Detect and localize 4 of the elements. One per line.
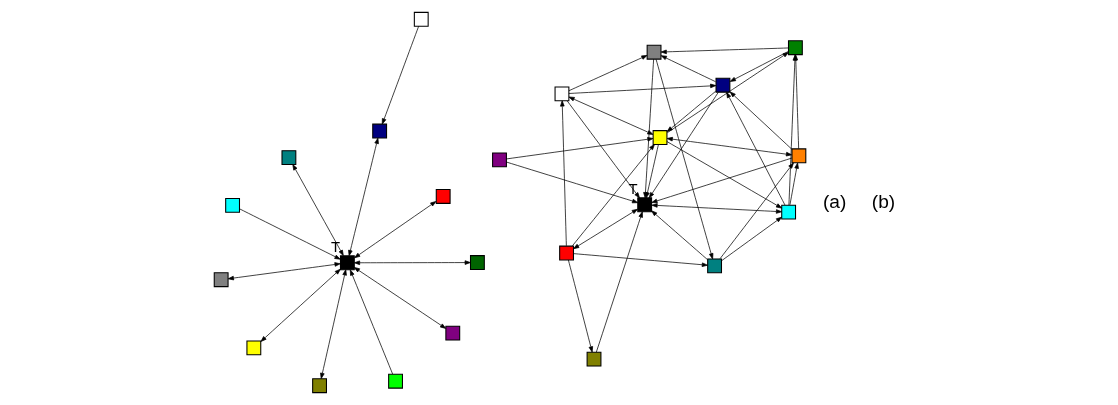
node-label: T xyxy=(628,180,638,197)
node-label: T xyxy=(331,238,341,255)
label: (a) xyxy=(823,191,847,213)
label: (b) xyxy=(871,191,896,213)
